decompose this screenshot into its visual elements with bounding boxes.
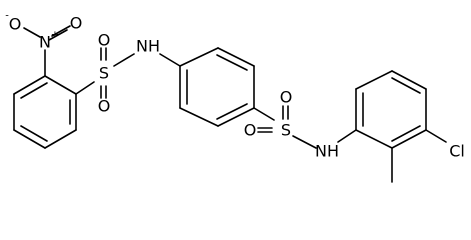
chloro-substituent: Cl	[425, 129, 465, 161]
nitro-o-double-label: O	[70, 14, 83, 33]
sulfonyl-group-1: S O O	[75, 31, 135, 116]
nitro-n-charge: +	[51, 30, 59, 41]
nitro-o-minus-label: O	[9, 15, 22, 34]
sulfonyl-1-oxygen-top-label: O	[98, 31, 111, 50]
nh-2-label: NH	[315, 142, 339, 161]
sulfur-1-label: S	[99, 64, 109, 83]
amide-nh-2: NH	[315, 129, 357, 161]
nh-1-label: NH	[136, 37, 160, 56]
chemical-structure: N + O - O S O O NH	[5, 11, 465, 183]
amide-nh-1: NH	[136, 37, 181, 67]
chlorine-label: Cl	[449, 142, 465, 161]
sulfonyl-2-oxygen-left-label: O	[244, 121, 257, 140]
sulfonyl-1-oxygen-bottom-label: O	[98, 97, 111, 116]
nitro-group: N + O - O	[5, 11, 82, 77]
sulfonyl-2-oxygen-top-label: O	[280, 88, 293, 107]
nitrophenyl-ring	[13, 75, 77, 149]
sulfur-2-label: S	[281, 121, 291, 140]
chloromethylphenyl-ring	[355, 70, 427, 149]
nitro-o-minus-charge: -	[5, 11, 9, 22]
central-phenylene-ring	[179, 47, 255, 127]
nitro-n-label: N	[39, 33, 51, 52]
sulfonyl-group-2: S O O	[244, 88, 317, 149]
